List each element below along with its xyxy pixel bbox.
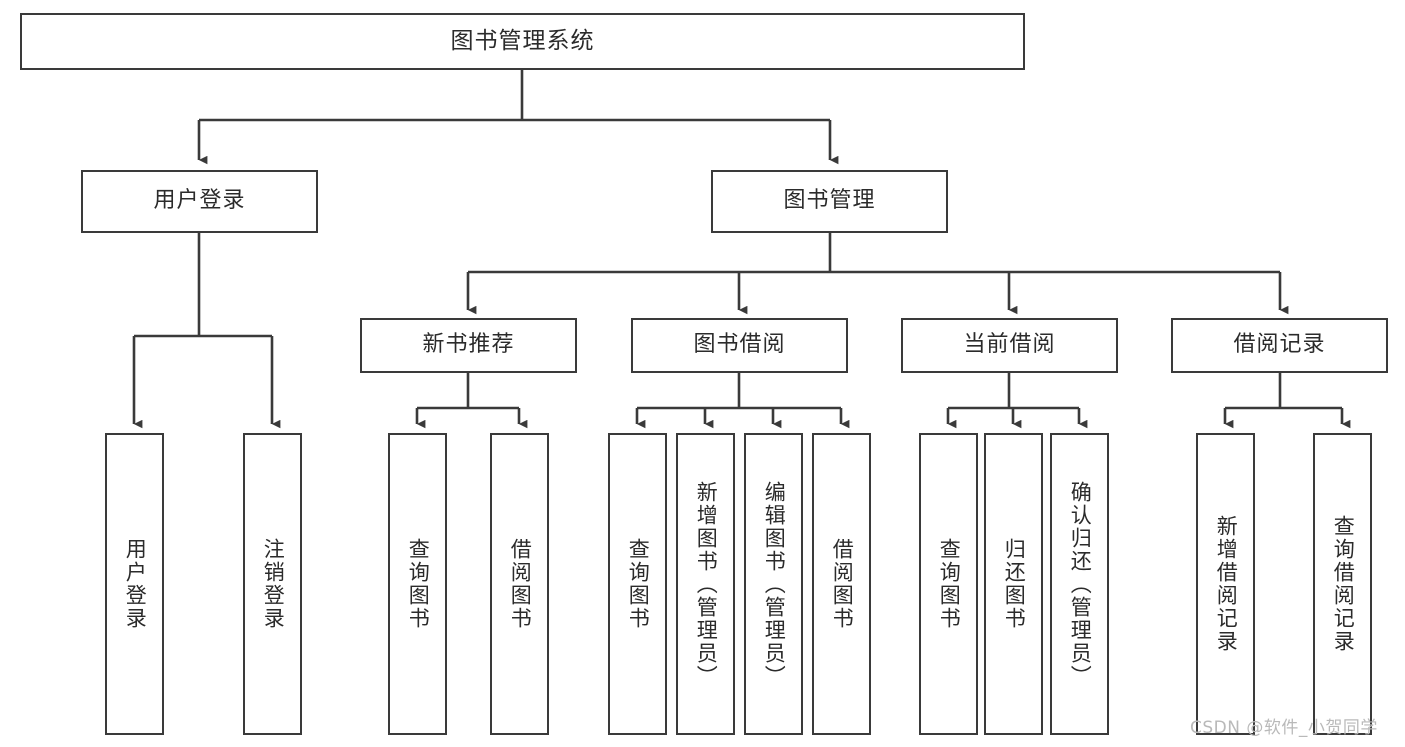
node-root-label: 图书管理系统 bbox=[450, 27, 595, 54]
node-leaf-query-record-label: 查询借阅记录 bbox=[1331, 515, 1356, 653]
node-leaf-query-book-2-label: 查询图书 bbox=[626, 538, 651, 630]
node-leaf-query-record[interactable]: 查询借阅记录 bbox=[1313, 433, 1372, 735]
node-book-borrow[interactable]: 图书借阅 bbox=[631, 318, 848, 373]
node-book-borrow-label: 图书借阅 bbox=[693, 332, 786, 358]
node-book-management[interactable]: 图书管理 bbox=[711, 170, 948, 233]
node-new-book-recommend-label: 新书推荐 bbox=[422, 332, 515, 358]
node-leaf-borrow-book-1[interactable]: 借阅图书 bbox=[490, 433, 549, 735]
node-leaf-query-book-3-label: 查询图书 bbox=[937, 538, 962, 630]
node-leaf-return-book-label: 归还图书 bbox=[1002, 538, 1027, 630]
node-current-borrow-label: 当前借阅 bbox=[963, 332, 1056, 358]
node-leaf-query-book-2[interactable]: 查询图书 bbox=[608, 433, 667, 735]
node-user-login[interactable]: 用户登录 bbox=[81, 170, 318, 233]
node-leaf-return-book[interactable]: 归还图书 bbox=[984, 433, 1043, 735]
node-leaf-add-book[interactable]: 新增图书（管理员） bbox=[676, 433, 735, 735]
node-leaf-add-record-label: 新增借阅记录 bbox=[1214, 515, 1239, 653]
node-leaf-add-book-label: 新增图书（管理员） bbox=[694, 480, 719, 688]
node-current-borrow[interactable]: 当前借阅 bbox=[901, 318, 1118, 373]
node-new-book-recommend[interactable]: 新书推荐 bbox=[360, 318, 577, 373]
node-leaf-borrow-book-2[interactable]: 借阅图书 bbox=[812, 433, 871, 735]
node-leaf-confirm-return[interactable]: 确认归还（管理员） bbox=[1050, 433, 1109, 735]
node-leaf-query-book-1[interactable]: 查询图书 bbox=[388, 433, 447, 735]
node-root[interactable]: 图书管理系统 bbox=[20, 13, 1025, 70]
node-leaf-user-login[interactable]: 用户登录 bbox=[105, 433, 164, 735]
node-user-login-label: 用户登录 bbox=[153, 188, 246, 214]
node-borrow-record[interactable]: 借阅记录 bbox=[1171, 318, 1388, 373]
node-leaf-query-book-3[interactable]: 查询图书 bbox=[919, 433, 978, 735]
node-leaf-edit-book[interactable]: 编辑图书（管理员） bbox=[744, 433, 803, 735]
node-leaf-logout-login-label: 注销登录 bbox=[261, 538, 286, 630]
node-leaf-user-login-label: 用户登录 bbox=[123, 538, 148, 630]
node-leaf-logout-login[interactable]: 注销登录 bbox=[243, 433, 302, 735]
node-leaf-borrow-book-2-label: 借阅图书 bbox=[830, 538, 855, 630]
node-borrow-record-label: 借阅记录 bbox=[1233, 332, 1326, 358]
node-leaf-borrow-book-1-label: 借阅图书 bbox=[508, 538, 533, 630]
node-leaf-query-book-1-label: 查询图书 bbox=[406, 538, 431, 630]
node-book-management-label: 图书管理 bbox=[783, 188, 876, 214]
node-leaf-add-record[interactable]: 新增借阅记录 bbox=[1196, 433, 1255, 735]
node-leaf-edit-book-label: 编辑图书（管理员） bbox=[762, 480, 787, 688]
csdn-watermark: CSDN @软件_小贺同学 bbox=[1190, 718, 1378, 738]
node-leaf-confirm-return-label: 确认归还（管理员） bbox=[1068, 480, 1093, 688]
